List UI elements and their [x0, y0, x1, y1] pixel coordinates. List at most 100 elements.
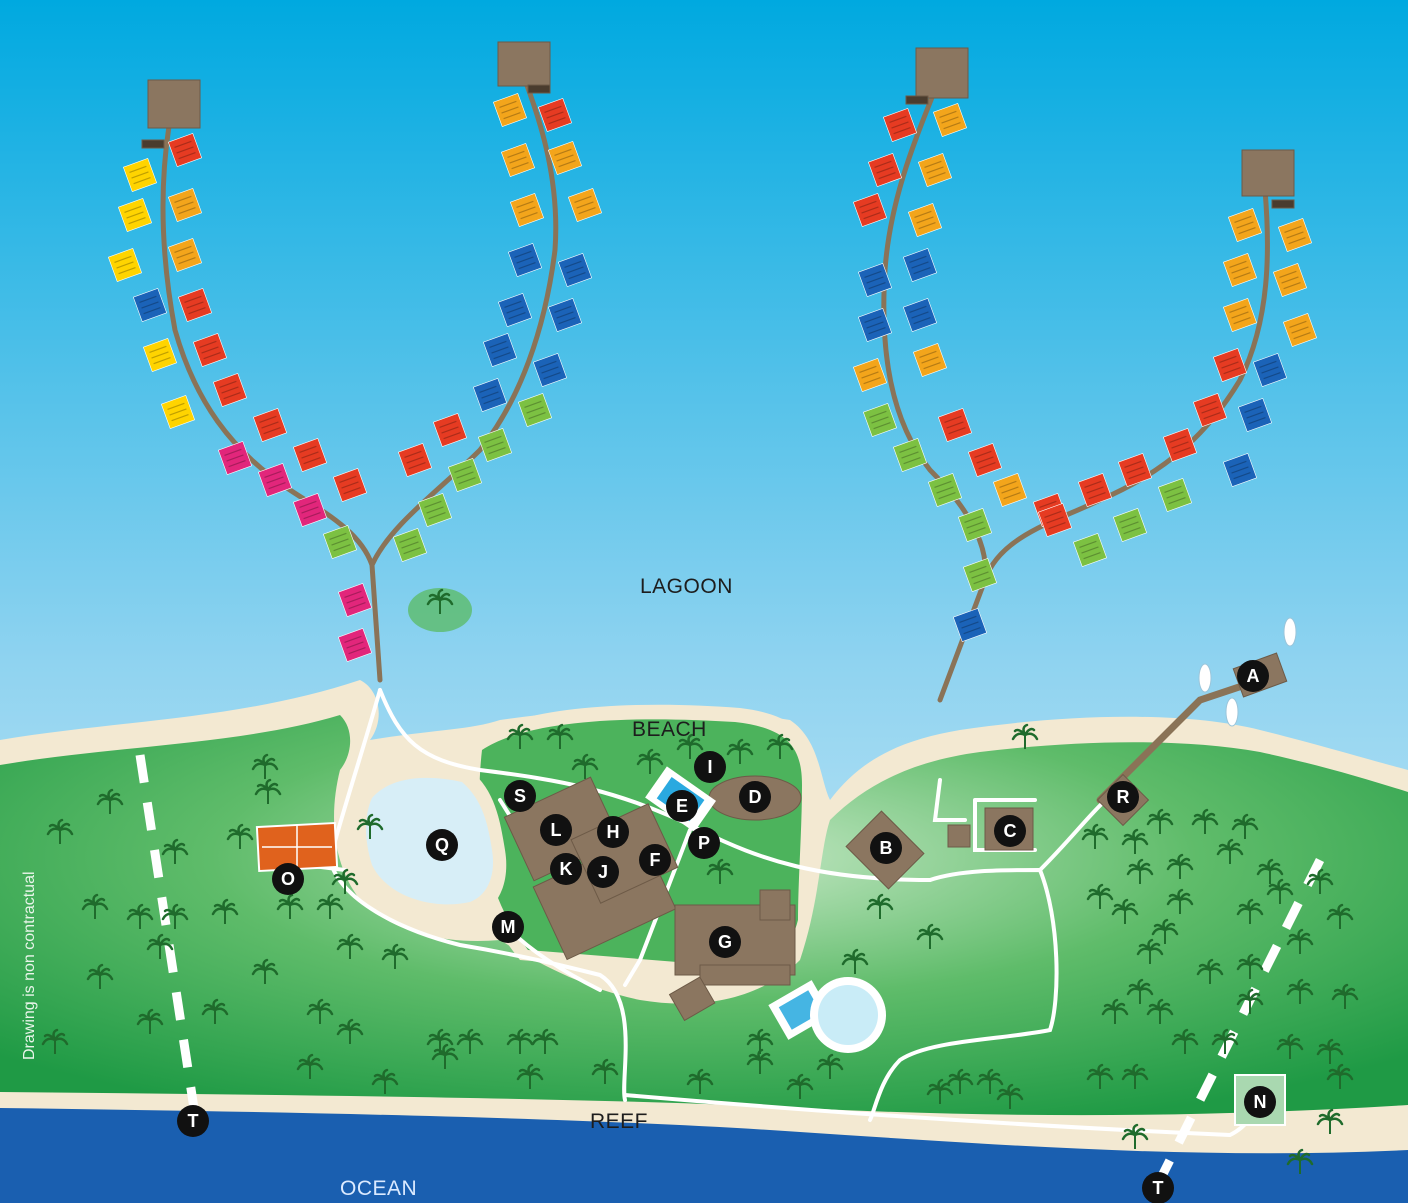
marker-t2[interactable]: T — [1142, 1172, 1174, 1203]
marker-o[interactable]: O — [272, 863, 304, 895]
villa-roof-line — [1291, 326, 1309, 334]
villa-roof-line — [1229, 305, 1247, 314]
marker-t1[interactable]: T — [177, 1105, 209, 1137]
villa-roof-line — [174, 245, 192, 254]
villa-roof-line — [1168, 496, 1186, 505]
marker-b[interactable]: B — [870, 832, 902, 864]
marker-e[interactable]: E — [666, 790, 698, 822]
villa-roof-line — [976, 456, 994, 464]
villa-roof-line — [963, 626, 981, 635]
marker-l[interactable]: L — [540, 814, 572, 846]
villa-roof-line — [1229, 460, 1247, 469]
villa — [852, 192, 888, 228]
villa-roof-line — [331, 538, 349, 546]
villa-roof-line — [1259, 360, 1277, 369]
villa — [957, 507, 993, 543]
villa-roof-line — [1173, 446, 1191, 455]
villa — [557, 252, 593, 288]
villa-roof-line — [1233, 316, 1251, 325]
villa-roof-line — [339, 475, 357, 484]
villa-roof-line — [428, 511, 446, 520]
marker-label: S — [514, 786, 526, 806]
villa-roof-line — [916, 216, 934, 224]
villa — [507, 242, 543, 278]
villa-roof-line — [944, 415, 962, 424]
villa-roof-line — [556, 311, 574, 319]
marker-a[interactable]: A — [1237, 660, 1269, 692]
main-pool — [768, 977, 886, 1053]
villa-roof-line — [516, 200, 534, 209]
villa — [992, 472, 1028, 508]
villa-roof-line — [866, 321, 884, 329]
marker-label: H — [607, 822, 620, 842]
villa-roof-line — [1286, 231, 1304, 239]
villa-roof-line — [874, 160, 892, 169]
villa-roof-line — [901, 451, 919, 459]
villa-roof-line — [303, 456, 321, 465]
marker-h[interactable]: H — [597, 816, 629, 848]
villa-roof-line — [261, 421, 279, 429]
ocean-water — [0, 1108, 1408, 1203]
villa-roof-line — [344, 635, 362, 644]
marker-p[interactable]: P — [688, 827, 720, 859]
villa-roof-line — [1039, 500, 1057, 509]
marker-s[interactable]: S — [504, 780, 536, 812]
marker-g[interactable]: G — [709, 926, 741, 958]
villa-roof-line — [1088, 491, 1106, 500]
villa — [962, 557, 998, 593]
villa-roof-line — [934, 480, 952, 489]
villa-roof-line — [1121, 521, 1139, 529]
villa-roof-line — [893, 126, 911, 135]
villa-roof-line — [909, 255, 927, 264]
villa — [852, 357, 888, 393]
villa-roof-line — [959, 615, 977, 624]
marker-f[interactable]: F — [639, 844, 671, 876]
villa — [217, 440, 253, 476]
villa-roof-line — [344, 590, 362, 599]
villa — [532, 352, 568, 388]
villa-roof-line — [914, 210, 932, 219]
marker-circle — [1107, 781, 1139, 813]
villa-roof-line — [971, 571, 989, 579]
marker-c[interactable]: C — [994, 815, 1026, 847]
villa — [967, 442, 1003, 478]
villa-roof-line — [541, 366, 559, 374]
villa-roof-line — [939, 110, 957, 119]
villa-roof-line — [913, 316, 931, 325]
villa-roof-line — [426, 506, 444, 514]
marker-q[interactable]: Q — [426, 829, 458, 861]
villa — [1222, 452, 1258, 488]
marker-d[interactable]: D — [739, 781, 771, 813]
villa — [1072, 532, 1108, 568]
villa-roof-line — [143, 306, 161, 315]
villa-roof-line — [1126, 466, 1144, 474]
villa-roof-line — [501, 106, 519, 114]
villa — [432, 412, 468, 448]
marker-circle — [688, 827, 720, 859]
marker-n[interactable]: N — [1244, 1086, 1276, 1118]
villa-roof-line — [1234, 215, 1252, 224]
villa — [1212, 347, 1248, 383]
villa-roof-line — [481, 391, 499, 399]
villa — [117, 197, 153, 233]
villa-roof-line — [199, 340, 217, 349]
marker-i[interactable]: I — [694, 751, 726, 783]
ocean-label: OCEAN — [340, 1177, 417, 1200]
villa — [927, 472, 963, 508]
villa-roof-line — [1281, 276, 1299, 284]
villa-roof-line — [878, 171, 896, 180]
villa-roof-line — [1288, 236, 1306, 245]
marker-circle — [694, 751, 726, 783]
marker-k[interactable]: K — [550, 853, 582, 885]
villa-roof-line — [891, 121, 909, 129]
villa-roof-line — [506, 306, 524, 314]
marker-m[interactable]: M — [492, 911, 524, 943]
marker-j[interactable]: J — [587, 856, 619, 888]
villa-roof-line — [1231, 266, 1249, 274]
villa-roof-line — [176, 201, 194, 209]
marker-label: T — [188, 1111, 199, 1131]
marker-r[interactable]: R — [1107, 781, 1139, 813]
villa — [857, 262, 893, 298]
villa-roof-line — [576, 201, 594, 209]
boundary-dashes — [135, 754, 1325, 1183]
